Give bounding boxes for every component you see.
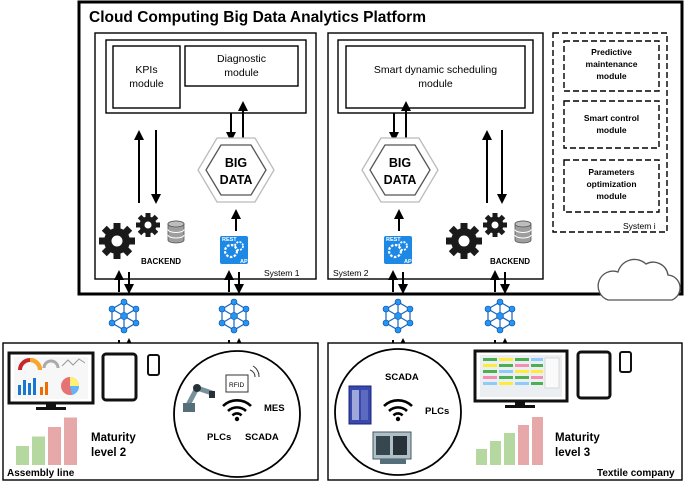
diagnostic-module-label-2: module: [224, 67, 259, 79]
signal-icon: [249, 365, 260, 378]
predictive-maintenance-label-3: module: [596, 71, 626, 81]
scada-label: SCADA: [245, 432, 279, 443]
platform-title: Cloud Computing Big Data Analytics Platf…: [89, 9, 426, 26]
diagnostic-module: [184, 45, 299, 87]
kpis-module-label: KPIs: [135, 64, 157, 76]
api-api-label: API: [240, 259, 250, 265]
predictive-maintenance-label: Predictive: [591, 47, 632, 57]
smart-control-label-2: module: [596, 125, 626, 135]
cloud-icon: [597, 258, 681, 301]
assembly-line-panel: Maturity level 2 Assembly line RFID MES …: [2, 342, 319, 481]
big-data-label: BIG: [225, 156, 247, 170]
maturity-label: Maturity: [555, 432, 600, 444]
maturity-bars: [476, 417, 543, 465]
maturity-bar: [532, 417, 543, 465]
api-icon: REST API: [382, 234, 414, 266]
database-icon: [167, 220, 185, 244]
textile-company-panel: SCADA PLCs: [327, 342, 683, 481]
diagnostic-module-label: Diagnostic: [217, 53, 266, 65]
network-node-icon: [218, 298, 250, 334]
scada-cabinet-icon: [348, 385, 372, 425]
smart-scheduling-label-2: module: [418, 78, 453, 90]
parameters-optimization-label-3: module: [596, 191, 626, 201]
robot-arm-icon: [183, 384, 215, 412]
maturity-level-label: level 2: [91, 447, 126, 459]
parameters-optimization-label: Parameters: [588, 167, 635, 177]
maturity-bars: [16, 417, 77, 465]
backend-label: BACKEND: [141, 257, 181, 266]
plcs-label: PLCs: [207, 432, 231, 443]
predictive-maintenance-label-2: maintenance: [586, 59, 638, 69]
maturity-bar: [490, 441, 501, 465]
phone-icon: [147, 354, 160, 376]
network-node-icon: [484, 298, 516, 334]
maturity-label: Maturity: [91, 432, 136, 444]
smart-control-module: [563, 100, 660, 149]
maturity-bar: [16, 446, 29, 465]
big-data-label: BIG: [389, 156, 411, 170]
api-rest-label: REST: [222, 237, 237, 243]
tablet-icon: [576, 350, 612, 400]
production-monitor-icon: [473, 349, 569, 408]
parameters-optimization-label-2: optimization: [586, 179, 636, 189]
system-2-frame: [327, 32, 544, 280]
maturity-bar: [32, 436, 45, 465]
devices-circle: [334, 348, 462, 476]
big-data-hexagon: BIG DATA: [361, 137, 439, 203]
tablet-icon: [101, 352, 138, 402]
parameters-optimization-module: [563, 159, 660, 213]
network-node-icon: [382, 298, 414, 334]
maturity-bar: [476, 449, 487, 465]
maturity-level-label: level 3: [555, 447, 590, 459]
maturity-bar: [504, 433, 515, 465]
gear-icon: [483, 213, 507, 237]
smart-scheduling-label: Smart dynamic scheduling: [374, 64, 497, 76]
system-1-label: System 1: [264, 268, 300, 278]
api-icon: REST API: [218, 234, 250, 266]
phone-icon: [619, 351, 632, 373]
api-rest-label: REST: [386, 237, 401, 243]
big-data-label-2: DATA: [220, 173, 253, 187]
plcs-label: PLCs: [425, 406, 449, 417]
plc-device-icon: [372, 431, 412, 464]
smart-control-label: Smart control: [584, 113, 639, 123]
system-2: Smart dynamic scheduling module BIG DATA…: [327, 32, 544, 280]
dashboard-monitor-icon: [7, 351, 95, 410]
textile-company-label: Textile company: [597, 468, 675, 479]
system-2-label: System 2: [333, 268, 369, 278]
system-i-frame: [552, 32, 668, 233]
rfid-tag-icon: [225, 374, 249, 393]
kpis-module-label-2: module: [129, 78, 164, 90]
big-data-hexagon: BIG DATA: [197, 137, 275, 203]
maturity-bar: [518, 425, 529, 465]
system-i-label: System i: [623, 221, 656, 231]
database-icon: [514, 220, 532, 244]
backend-label: BACKEND: [490, 257, 530, 266]
maturity-bar: [64, 417, 77, 465]
network-node-icon: [108, 298, 140, 334]
big-data-label-2: DATA: [384, 173, 417, 187]
system-i: Predictive maintenance module Smart cont…: [552, 32, 668, 233]
mes-label: MES: [264, 403, 285, 414]
predictive-maintenance-module: [563, 40, 660, 92]
system-1-frame: [94, 32, 317, 280]
kpis-module: [112, 45, 181, 109]
gear-icon: [99, 223, 135, 259]
system-1: KPIs module Diagnostic module BIG DATA B…: [94, 32, 317, 280]
gear-icon: [136, 213, 160, 237]
rfid-label: RFID: [229, 382, 244, 389]
assembly-line-label: Assembly line: [7, 468, 75, 479]
scada-label: SCADA: [385, 372, 419, 383]
api-api-label: API: [404, 259, 414, 265]
gear-icon: [446, 223, 482, 259]
smart-scheduling-module: [345, 45, 526, 109]
maturity-bar: [48, 427, 61, 465]
